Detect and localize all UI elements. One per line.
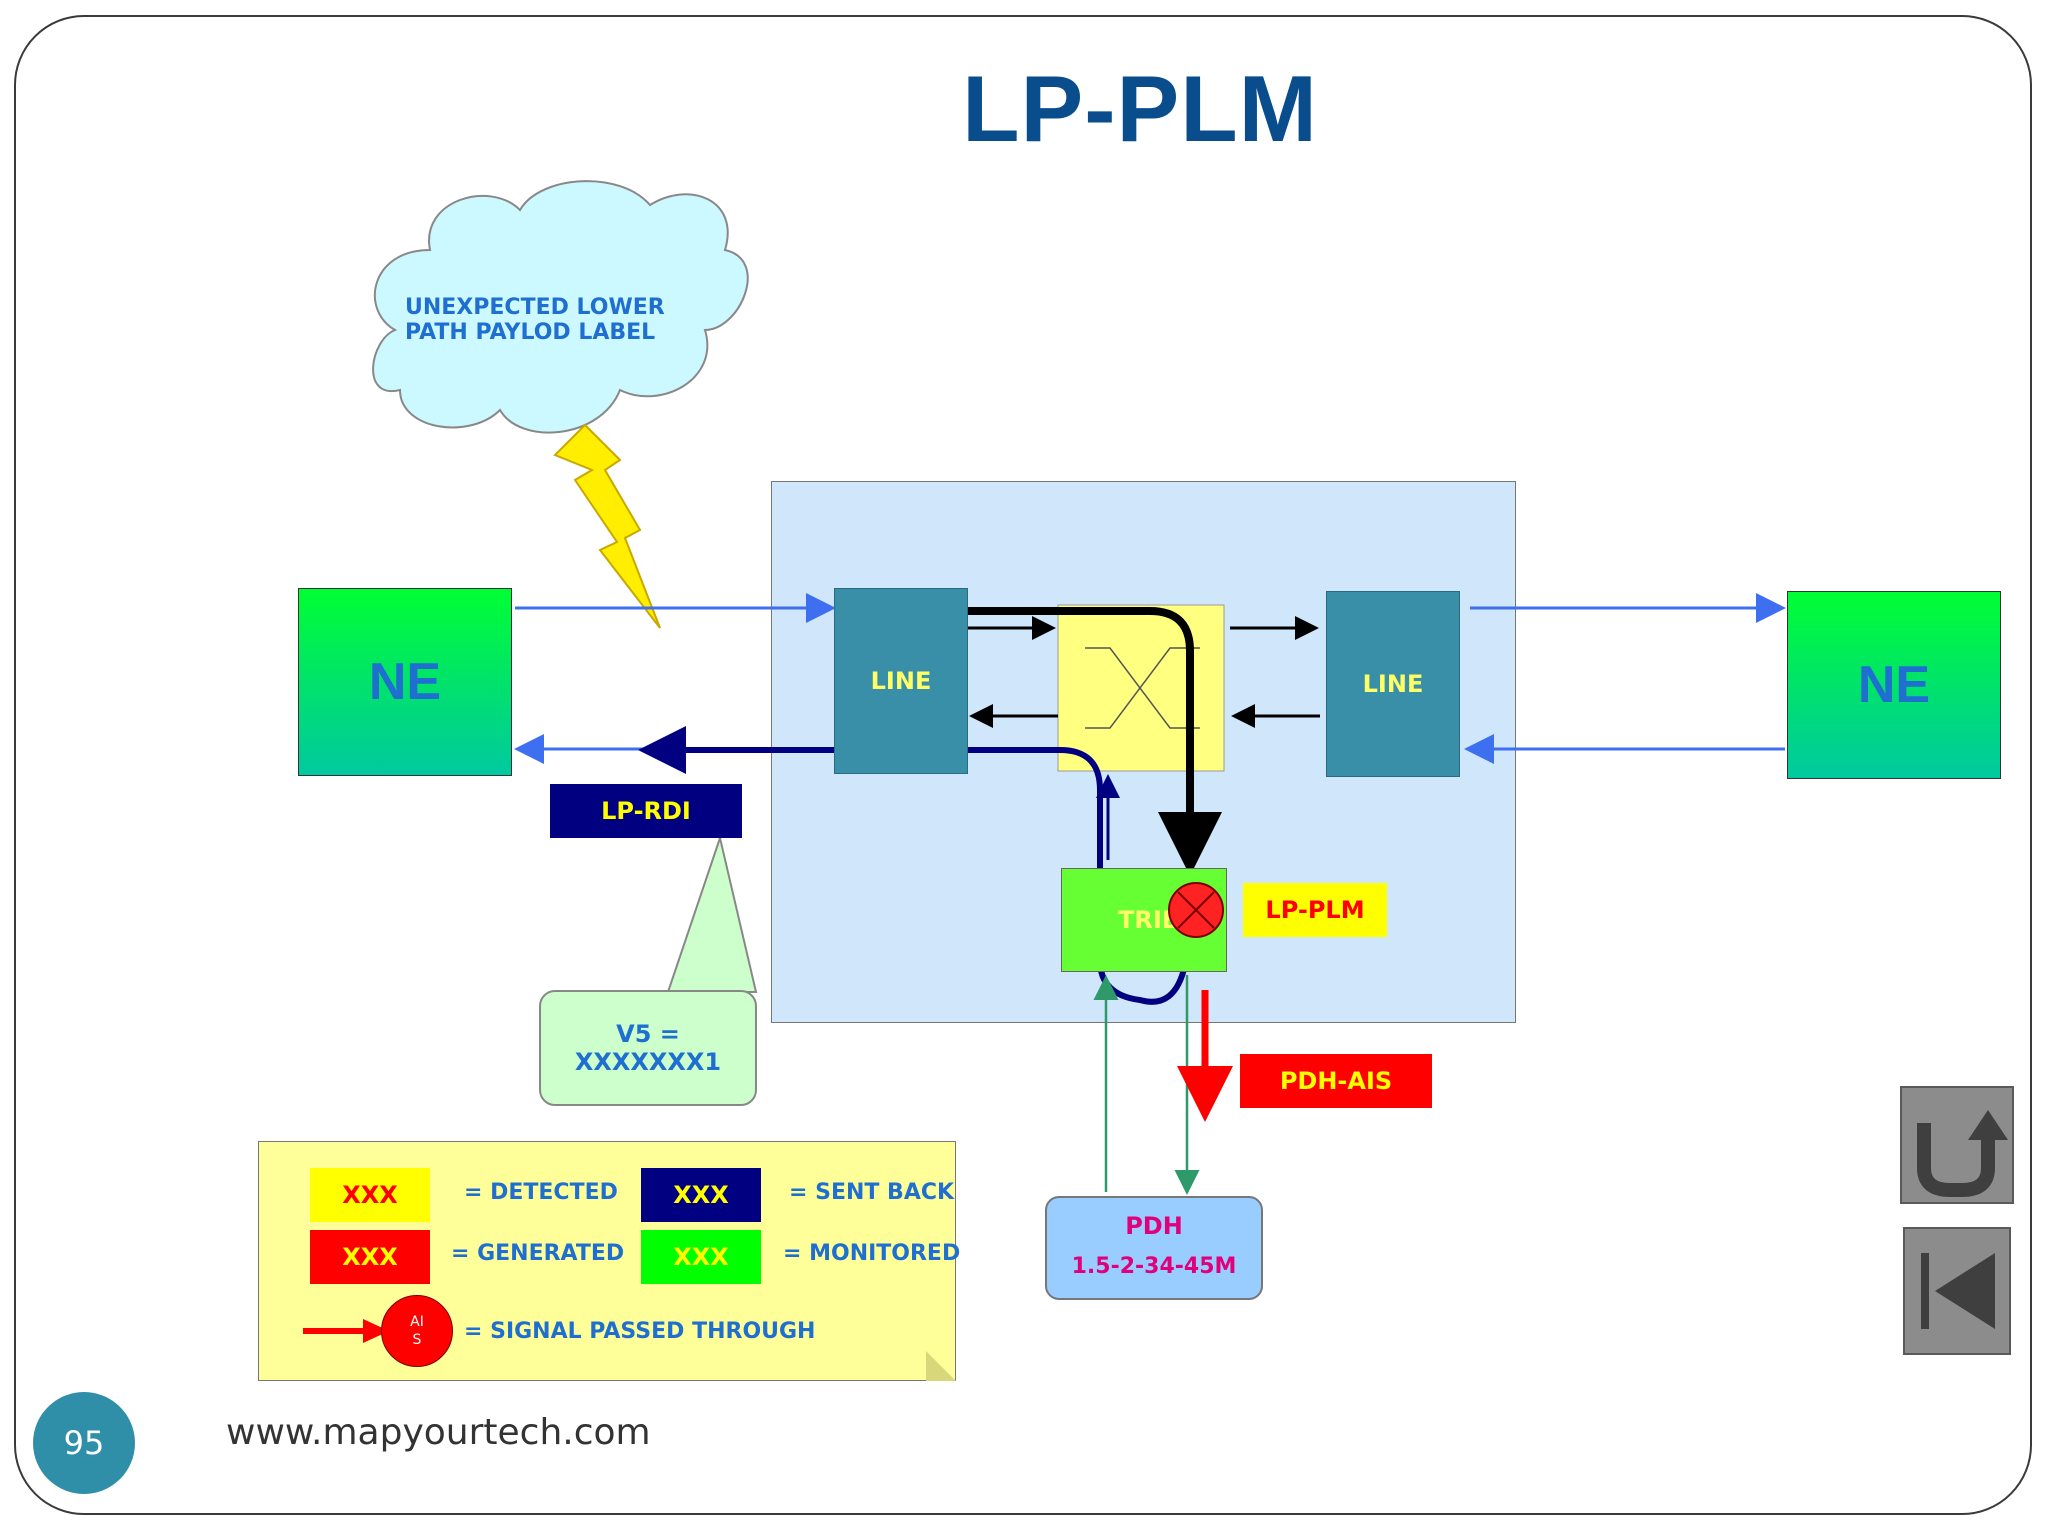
lp-plm-tag: LP-PLM	[1243, 883, 1387, 937]
pdh-rates: 1.5-2-34-45M	[1071, 1254, 1237, 1279]
pdh-box: PDH 1.5-2-34-45M	[1045, 1196, 1263, 1300]
pdh-ais-tag: PDH-AIS	[1240, 1054, 1432, 1108]
u-turn-back-icon	[1917, 1110, 2008, 1197]
back-button[interactable]	[1900, 1086, 2014, 1204]
legend-sentback-label: = SENT BACK	[789, 1180, 955, 1205]
legend-generated-label: = GENERATED	[451, 1241, 625, 1266]
signal-path-arrow	[855, 607, 1222, 876]
legend-page-curl	[926, 1351, 956, 1381]
legend-sentback-swatch: XXX	[641, 1168, 761, 1222]
lightning-bolt-icon	[553, 423, 661, 629]
alarm-x-icon	[1168, 882, 1224, 938]
legend-passed-label: = SIGNAL PASSED THROUGH	[464, 1319, 816, 1344]
legend-signal-arrow-icon	[303, 1319, 389, 1343]
legend-detected-swatch: XXX	[310, 1168, 430, 1222]
ne-right-label: NE	[1857, 656, 1931, 714]
footer-url[interactable]: www.mapyourtech.com	[226, 1412, 651, 1453]
v5-callout-text: V5 = XXXXXXX1	[574, 1020, 722, 1076]
legend-monitored-label: = MONITORED	[783, 1241, 961, 1266]
legend-ais-label: AIS	[410, 1314, 424, 1348]
ne-left-label: NE	[368, 653, 442, 711]
line-card-right: LINE	[1326, 591, 1460, 777]
v5-callout: V5 = XXXXXXX1	[539, 990, 757, 1106]
cross-connect-icon	[1057, 604, 1225, 772]
legend-ais-icon: AIS	[381, 1295, 453, 1367]
lp-rdi-tag-label: LP-RDI	[601, 797, 691, 825]
pdh-ais-tag-label: PDH-AIS	[1279, 1067, 1393, 1095]
line-right-label: LINE	[1362, 670, 1424, 698]
lp-plm-tag-label: LP-PLM	[1265, 896, 1365, 924]
page-title: LP-PLM	[962, 56, 1318, 161]
pdh-title: PDH	[1125, 1212, 1183, 1240]
cloud-line-1: UNEXPECTED LOWER	[405, 295, 665, 320]
legend-generated-swatch: XXX	[310, 1230, 430, 1284]
lp-rdi-tag: LP-RDI	[550, 784, 742, 838]
page-number: 95	[33, 1392, 135, 1494]
cloud-text: UNEXPECTED LOWER PATH PAYLOD LABEL	[405, 285, 725, 355]
line-card-left: LINE	[834, 588, 968, 774]
first-slide-button[interactable]	[1903, 1227, 2011, 1355]
line-left-label: LINE	[870, 667, 932, 695]
skip-to-start-icon	[1921, 1253, 1995, 1329]
ne-left: NE	[298, 588, 512, 776]
cloud-line-2: PATH PAYLOD LABEL	[405, 320, 656, 345]
ne-right: NE	[1787, 591, 2001, 779]
legend-monitored-swatch: XXX	[641, 1230, 761, 1284]
legend: XXX = DETECTED XXX = SENT BACK XXX = GEN…	[258, 1141, 960, 1381]
callout-tail	[666, 834, 758, 993]
legend-detected-label: = DETECTED	[464, 1180, 618, 1205]
thought-cloud	[372, 180, 749, 434]
